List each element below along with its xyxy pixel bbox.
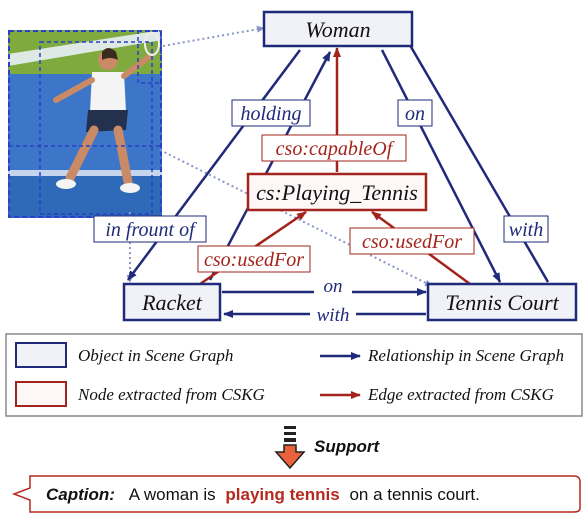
edge-on-line [380,49,502,283]
link-photo-court [159,149,433,287]
node-racket-label: Racket [141,290,203,315]
node-woman-label: Woman [305,17,370,42]
legend-relationship-label: Relationship in Scene Graph [367,346,564,365]
node-woman: Woman [262,10,414,48]
edge-label-on-racket-court: on [314,276,352,297]
caption-text: Caption: A woman is playing tennis on a … [46,485,480,504]
edge-label-in-front-of: in frount of [93,215,207,243]
support-label: Support [314,437,380,456]
svg-text:with: with [509,219,543,241]
edge-label-with-court-racket: with [310,304,356,326]
legend-object-swatch [15,342,67,368]
node-playing-tennis: cs:Playing_Tennis [246,172,428,212]
edge-label-holding: holding [231,99,311,127]
edge-label-with-court-woman: with [503,215,549,243]
edge-label-on-woman-court: on [397,99,433,127]
node-racket: Racket [122,282,222,322]
support-indicator: Support [274,426,380,470]
svg-text:on: on [405,103,425,125]
caption-box: Caption: A woman is playing tennis on a … [11,475,581,513]
edge-in-front-of-line [208,51,332,281]
svg-text:in frount of: in frount of [105,219,197,241]
legend-node-swatch [15,381,67,407]
edge-label-used-for-court: cso:usedFor [349,227,475,255]
legend-object-label: Object in Scene Graph [78,346,233,365]
link-photo-woman [162,25,265,47]
svg-text:cso:capableOf: cso:capableOf [276,138,395,160]
svg-text:holding: holding [240,103,301,125]
legend-edge-label: Edge extracted from CSKG [367,385,554,404]
caption-text-after: on a tennis court. [349,485,479,504]
caption-text-before: A woman is [129,485,216,504]
node-playing-tennis-label: cs:Playing_Tennis [256,180,418,205]
svg-text:cso:usedFor: cso:usedFor [204,249,304,271]
node-tennis-court: Tennis Court [426,282,578,322]
caption-highlight: playing tennis [225,485,339,504]
svg-text:with: with [317,305,350,326]
tennis-player-photo [8,30,162,218]
edge-label-capable-of: cso:capableOf [261,134,407,162]
node-tennis-court-label: Tennis Court [445,290,559,315]
edge-label-used-for-racket: cso:usedFor [197,245,311,273]
down-arrow-icon [274,426,306,470]
caption-label: Caption: [46,485,115,504]
legend-node-label: Node extracted from CSKG [77,385,265,404]
svg-text:on: on [324,276,343,297]
svg-text:cso:usedFor: cso:usedFor [362,231,462,253]
legend: Object in Scene Graph Relationship in Sc… [5,333,583,417]
